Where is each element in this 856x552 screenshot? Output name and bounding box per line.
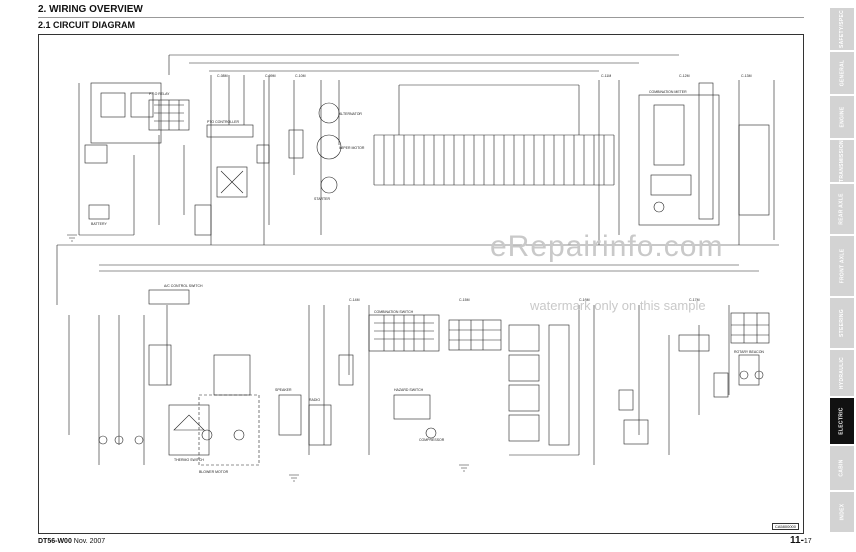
tab-hydraulic[interactable]: HYDRAULIC: [830, 350, 854, 396]
connector-tag: C-11M: [601, 74, 611, 78]
thermostat-label: THERMO SWITCH: [174, 458, 204, 462]
tab-rear-axle[interactable]: REAR AXLE: [830, 184, 854, 234]
subsection-title: 2.1 CIRCUIT DIAGRAM: [38, 20, 136, 30]
tab-safety-spec[interactable]: SAFETY/SPEC: [830, 8, 854, 50]
page-major: 11-: [790, 535, 804, 546]
blower-label: BLOWER MOTOR: [199, 470, 229, 474]
connector-tag: C-09M: [265, 74, 276, 78]
diagram-code: CA5800000: [771, 523, 799, 530]
tab-general[interactable]: GENERAL: [830, 52, 854, 94]
watermark-note: watermark only on this sample: [530, 298, 706, 313]
tab-cabin[interactable]: CABIN: [830, 446, 854, 490]
alternator-symbol: [318, 102, 340, 124]
connector-tag: C-12M: [679, 74, 690, 78]
connector-tag: C-10M: [295, 74, 306, 78]
cluster-module: [638, 94, 720, 226]
tab-index[interactable]: INDEX: [830, 492, 854, 532]
compressor-label: COMPRESSOR: [419, 438, 445, 442]
speaker-label: SPEAKER: [275, 388, 292, 392]
connector-tag: C-08M: [217, 74, 228, 78]
starter-label: STARTER: [314, 197, 330, 201]
radio-label: RADIO: [309, 398, 320, 402]
wiring-schematic: BATTERY P.T.O RELAY PTO CONTROLLER ALTER…: [56, 54, 779, 482]
page-number: 11-17: [790, 535, 812, 546]
watermark-site: eRepairinfo.com: [490, 230, 724, 263]
pto-controller-label: PTO CONTROLLER: [207, 120, 239, 124]
cluster-label: COMBINATION METER: [649, 90, 687, 94]
connector-tag: C-14M: [349, 298, 360, 302]
circuit-diagram: BATTERY P.T.O RELAY PTO CONTROLLER ALTER…: [38, 34, 804, 534]
rotary-beacon-label: ROTARY BEACON: [734, 350, 764, 354]
ac-control-label: A/C CONTROL SWITCH: [164, 284, 203, 288]
battery-symbol: [88, 204, 110, 220]
tab-front-axle[interactable]: FRONT AXLE: [830, 236, 854, 296]
chapter-tabs: SAFETY/SPEC GENERAL ENGINE TRANSMISSION …: [828, 0, 856, 552]
doc-date: Nov. 2007: [73, 538, 106, 545]
battery-label: BATTERY: [91, 222, 107, 226]
doc-code: DT56-W00: [38, 538, 72, 545]
pto-relay-label: P.T.O RELAY: [149, 92, 170, 96]
alternator-label: ALTERNATOR: [339, 112, 362, 116]
connector-tag: C-13M: [741, 74, 752, 78]
page-minor: 17: [803, 538, 812, 545]
tab-electric[interactable]: ELECTRIC: [830, 398, 854, 444]
header-rule: [38, 17, 804, 18]
connector-tag: C-16M: [579, 298, 590, 302]
combination-switch-label: COMBINATION SWITCH: [374, 310, 414, 314]
hazard-switch-label: HAZARD SWITCH: [394, 388, 424, 392]
section-title: 2. WIRING OVERVIEW: [38, 4, 143, 15]
tab-steering[interactable]: STEERING: [830, 298, 854, 348]
wiper-motor-label: WIPER MOTOR: [339, 146, 365, 150]
tab-engine[interactable]: ENGINE: [830, 96, 854, 138]
tab-transmission[interactable]: TRANSMISSION: [830, 140, 854, 182]
footer-doc-info: DT56-W00 Nov. 2007: [38, 538, 105, 545]
connector-tag: C-17M: [689, 298, 700, 302]
connector-tag: C-15M: [459, 298, 470, 302]
